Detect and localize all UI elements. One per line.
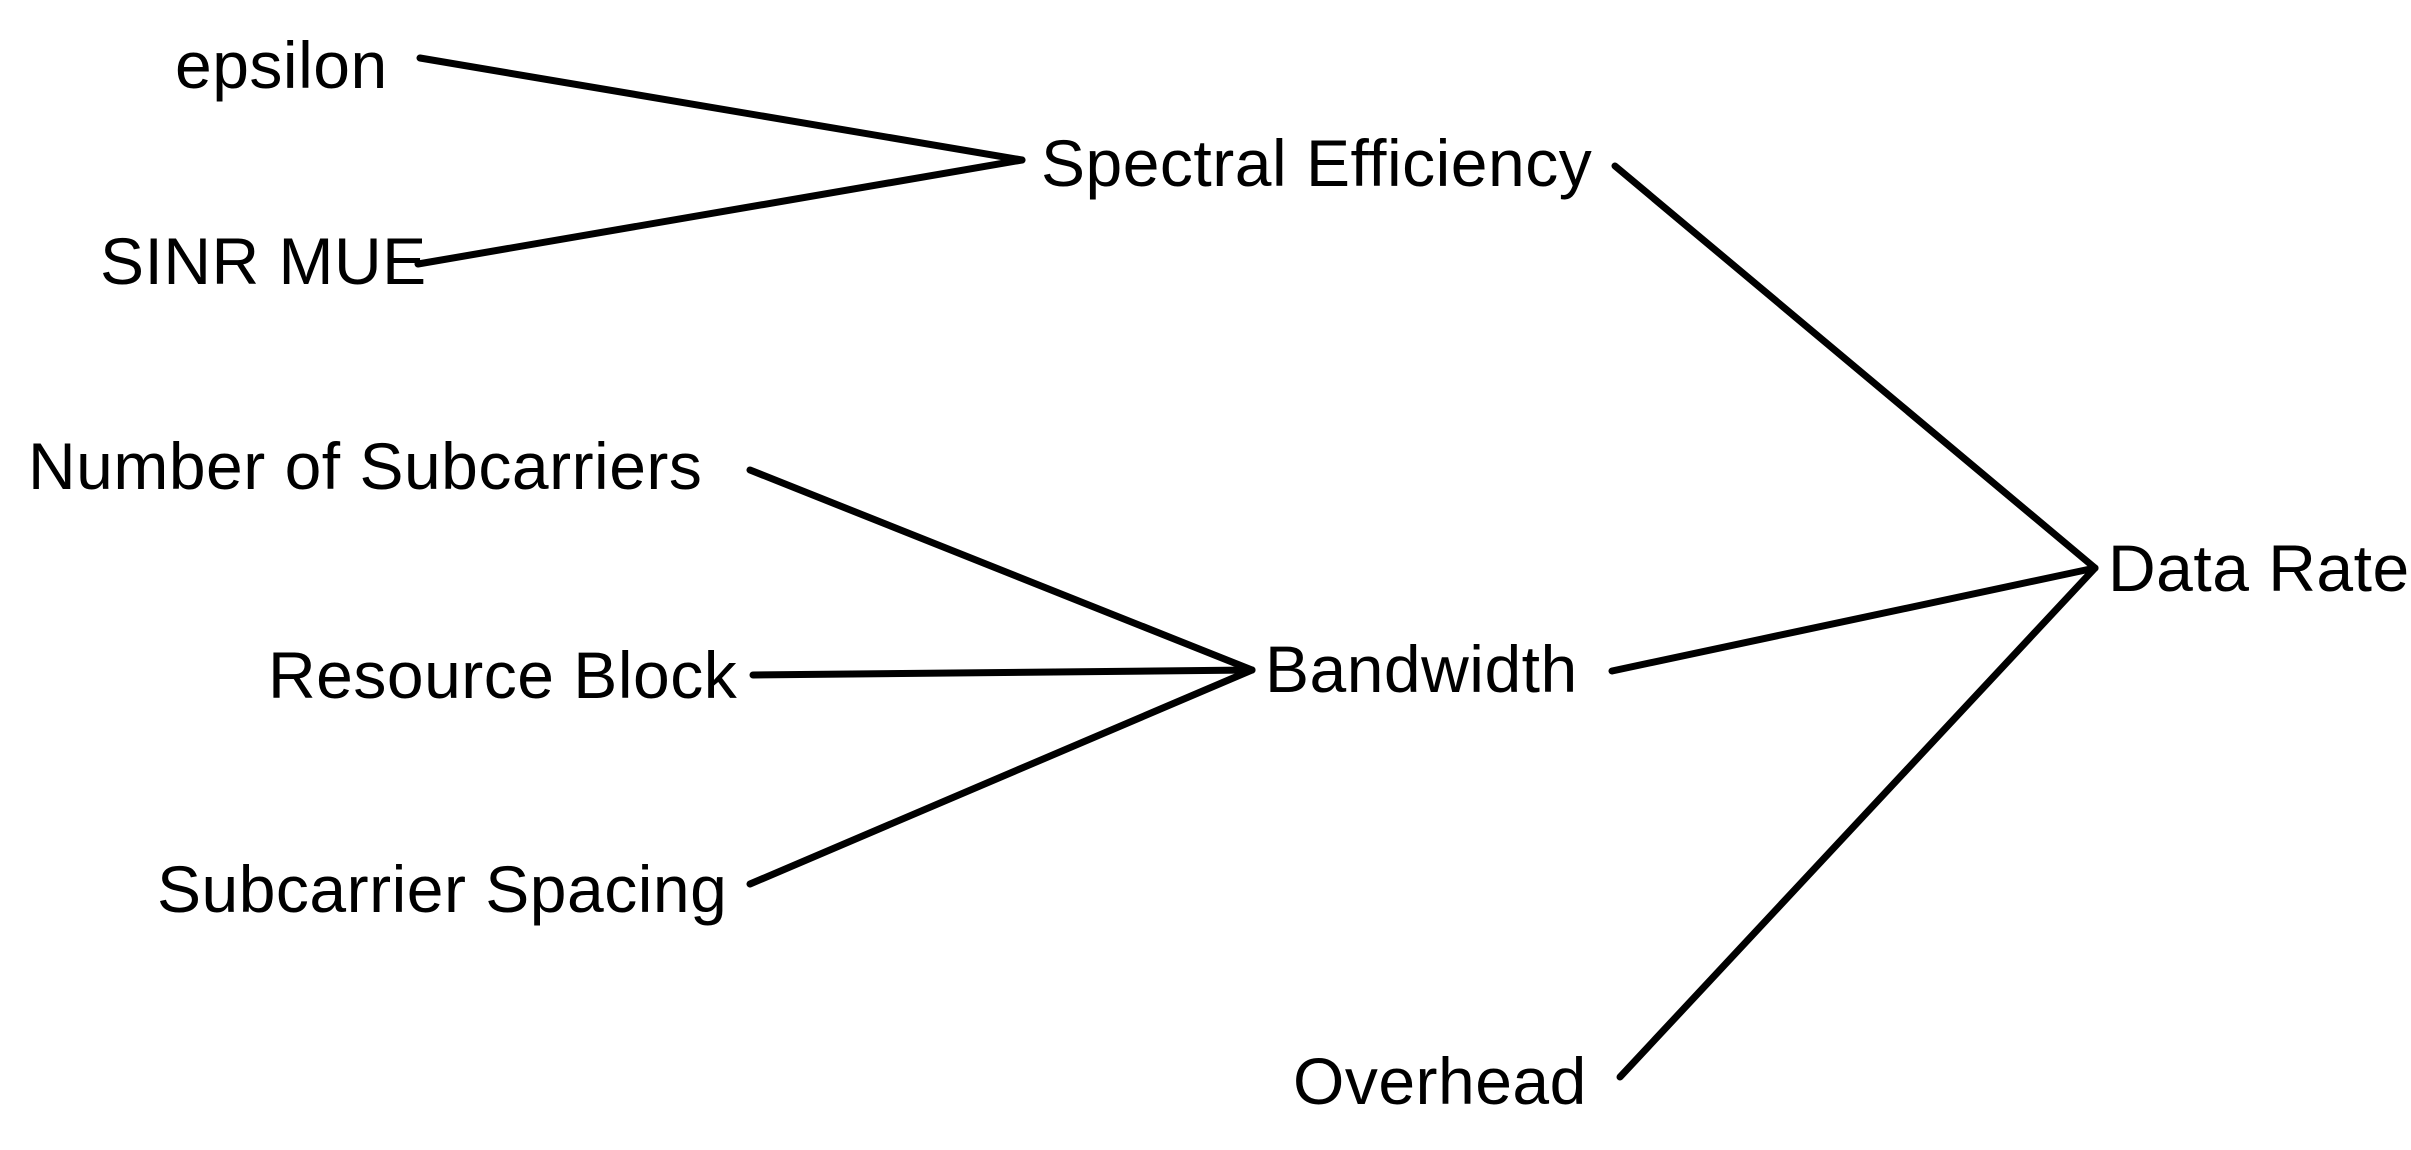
edge-epsilon-to-spectral-efficiency xyxy=(416,54,1026,164)
edge-sinr-mue-to-spectral-efficiency xyxy=(414,156,1026,268)
node-data-rate: Data Rate xyxy=(2108,531,2410,606)
node-bandwidth: Bandwidth xyxy=(1265,632,1578,707)
edge-bandwidth-to-data-rate xyxy=(1608,564,2099,675)
node-spectral-efficiency: Spectral Efficiency xyxy=(1041,126,1593,201)
node-epsilon: epsilon xyxy=(175,28,388,103)
edge-resource-block-to-bandwidth xyxy=(749,666,1256,679)
edge-number-of-subcarriers-to-bandwidth xyxy=(746,466,1256,674)
edge-spectral-efficiency-to-data-rate xyxy=(1611,162,2099,572)
node-sinr-mue: SINR MUE xyxy=(100,224,427,299)
node-subcarrier-spacing: Subcarrier Spacing xyxy=(157,852,728,927)
node-resource-block: Resource Block xyxy=(268,638,738,713)
node-overhead: Overhead xyxy=(1293,1044,1587,1119)
node-number-of-subcarriers: Number of Subcarriers xyxy=(28,429,703,504)
edge-overhead-to-data-rate xyxy=(1616,564,2099,1081)
edge-subcarrier-spacing-to-bandwidth xyxy=(746,666,1256,888)
